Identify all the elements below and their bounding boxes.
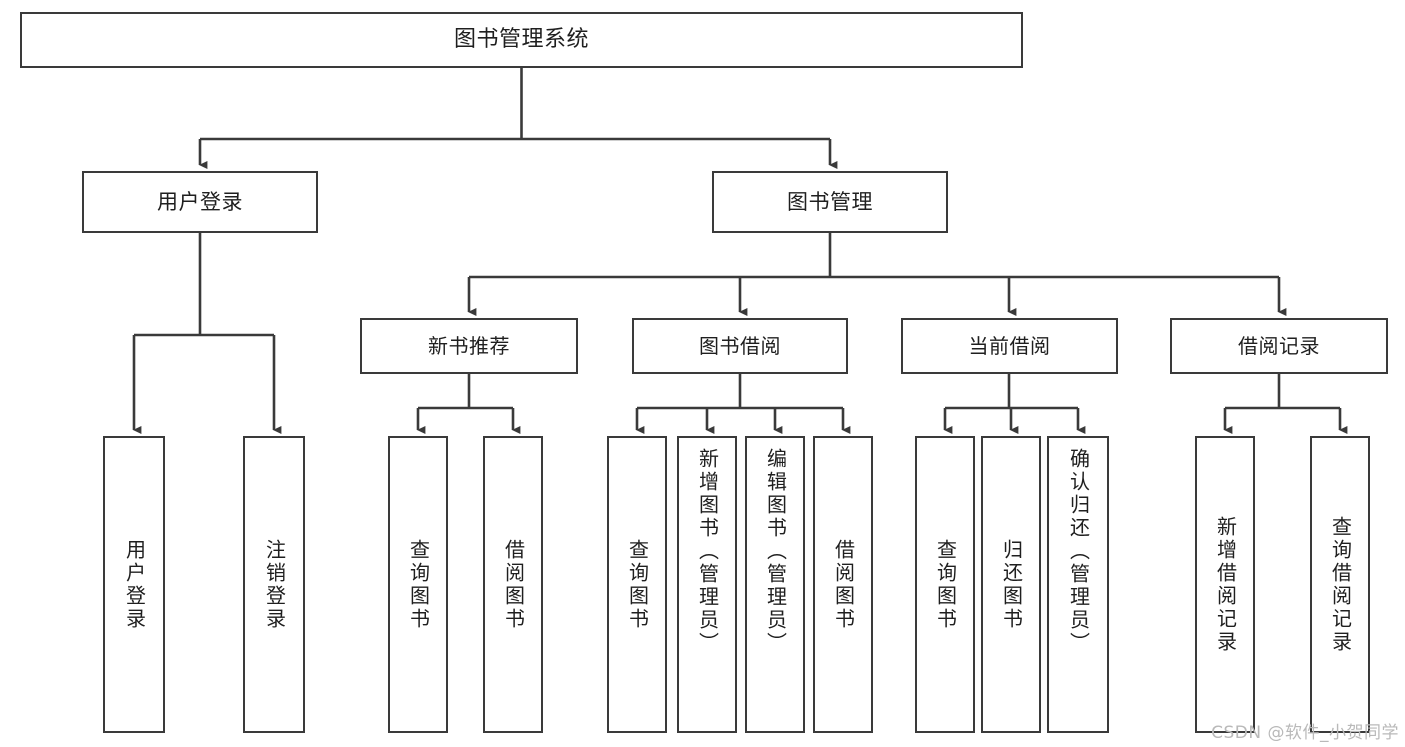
node-label: 当前借阅	[968, 333, 1051, 358]
node-label: 用户登录	[157, 189, 243, 214]
node-book-borrowing[interactable]: 图书借阅	[632, 318, 848, 374]
leaf-lend-book[interactable]: 借阅图书	[813, 436, 873, 733]
leaf-query-books-borrow[interactable]: 查询图书	[607, 436, 667, 733]
leaf-label: 借阅图书	[831, 538, 856, 631]
node-label: 新书推荐	[428, 333, 510, 358]
node-label: 借阅记录	[1238, 333, 1320, 358]
leaf-label: 借阅图书	[501, 538, 526, 631]
leaf-label: 注销登录	[262, 538, 287, 631]
node-borrow-records[interactable]: 借阅记录	[1170, 318, 1388, 374]
leaf-add-borrow-record[interactable]: 新增借阅记录	[1195, 436, 1255, 733]
node-new-book-recommendation[interactable]: 新书推荐	[360, 318, 578, 374]
leaf-confirm-return-admin[interactable]: 确认归还（管理员）	[1047, 436, 1109, 733]
leaf-query-books-current[interactable]: 查询图书	[915, 436, 975, 733]
leaf-query-books-newbook[interactable]: 查询图书	[388, 436, 448, 733]
leaf-label: 查询图书	[406, 538, 431, 631]
node-label: 图书管理系统	[453, 27, 589, 53]
leaf-label: 新增图书（管理员）	[695, 448, 720, 655]
node-label: 图书借阅	[699, 333, 781, 358]
node-label: 图书管理	[787, 189, 873, 214]
leaf-label: 用户登录	[122, 538, 147, 631]
node-user-login[interactable]: 用户登录	[82, 171, 318, 233]
node-root-system[interactable]: 图书管理系统	[20, 12, 1023, 68]
leaf-label: 查询借阅记录	[1328, 515, 1353, 654]
leaf-logout[interactable]: 注销登录	[243, 436, 305, 733]
leaf-label: 确认归还（管理员）	[1066, 448, 1091, 655]
leaf-label: 新增借阅记录	[1213, 515, 1238, 654]
leaf-return-book[interactable]: 归还图书	[981, 436, 1041, 733]
leaf-borrow-books-newbook[interactable]: 借阅图书	[483, 436, 543, 733]
leaf-label: 查询图书	[625, 538, 650, 631]
leaf-label: 归还图书	[999, 538, 1024, 631]
leaf-label: 查询图书	[933, 538, 958, 631]
node-current-borrowing[interactable]: 当前借阅	[901, 318, 1118, 374]
node-book-management[interactable]: 图书管理	[712, 171, 948, 233]
leaf-edit-book-admin[interactable]: 编辑图书（管理员）	[745, 436, 805, 733]
leaf-query-borrow-record[interactable]: 查询借阅记录	[1310, 436, 1370, 733]
leaf-label: 编辑图书（管理员）	[763, 448, 788, 655]
leaf-user-login[interactable]: 用户登录	[103, 436, 165, 733]
leaf-add-book-admin[interactable]: 新增图书（管理员）	[677, 436, 737, 733]
